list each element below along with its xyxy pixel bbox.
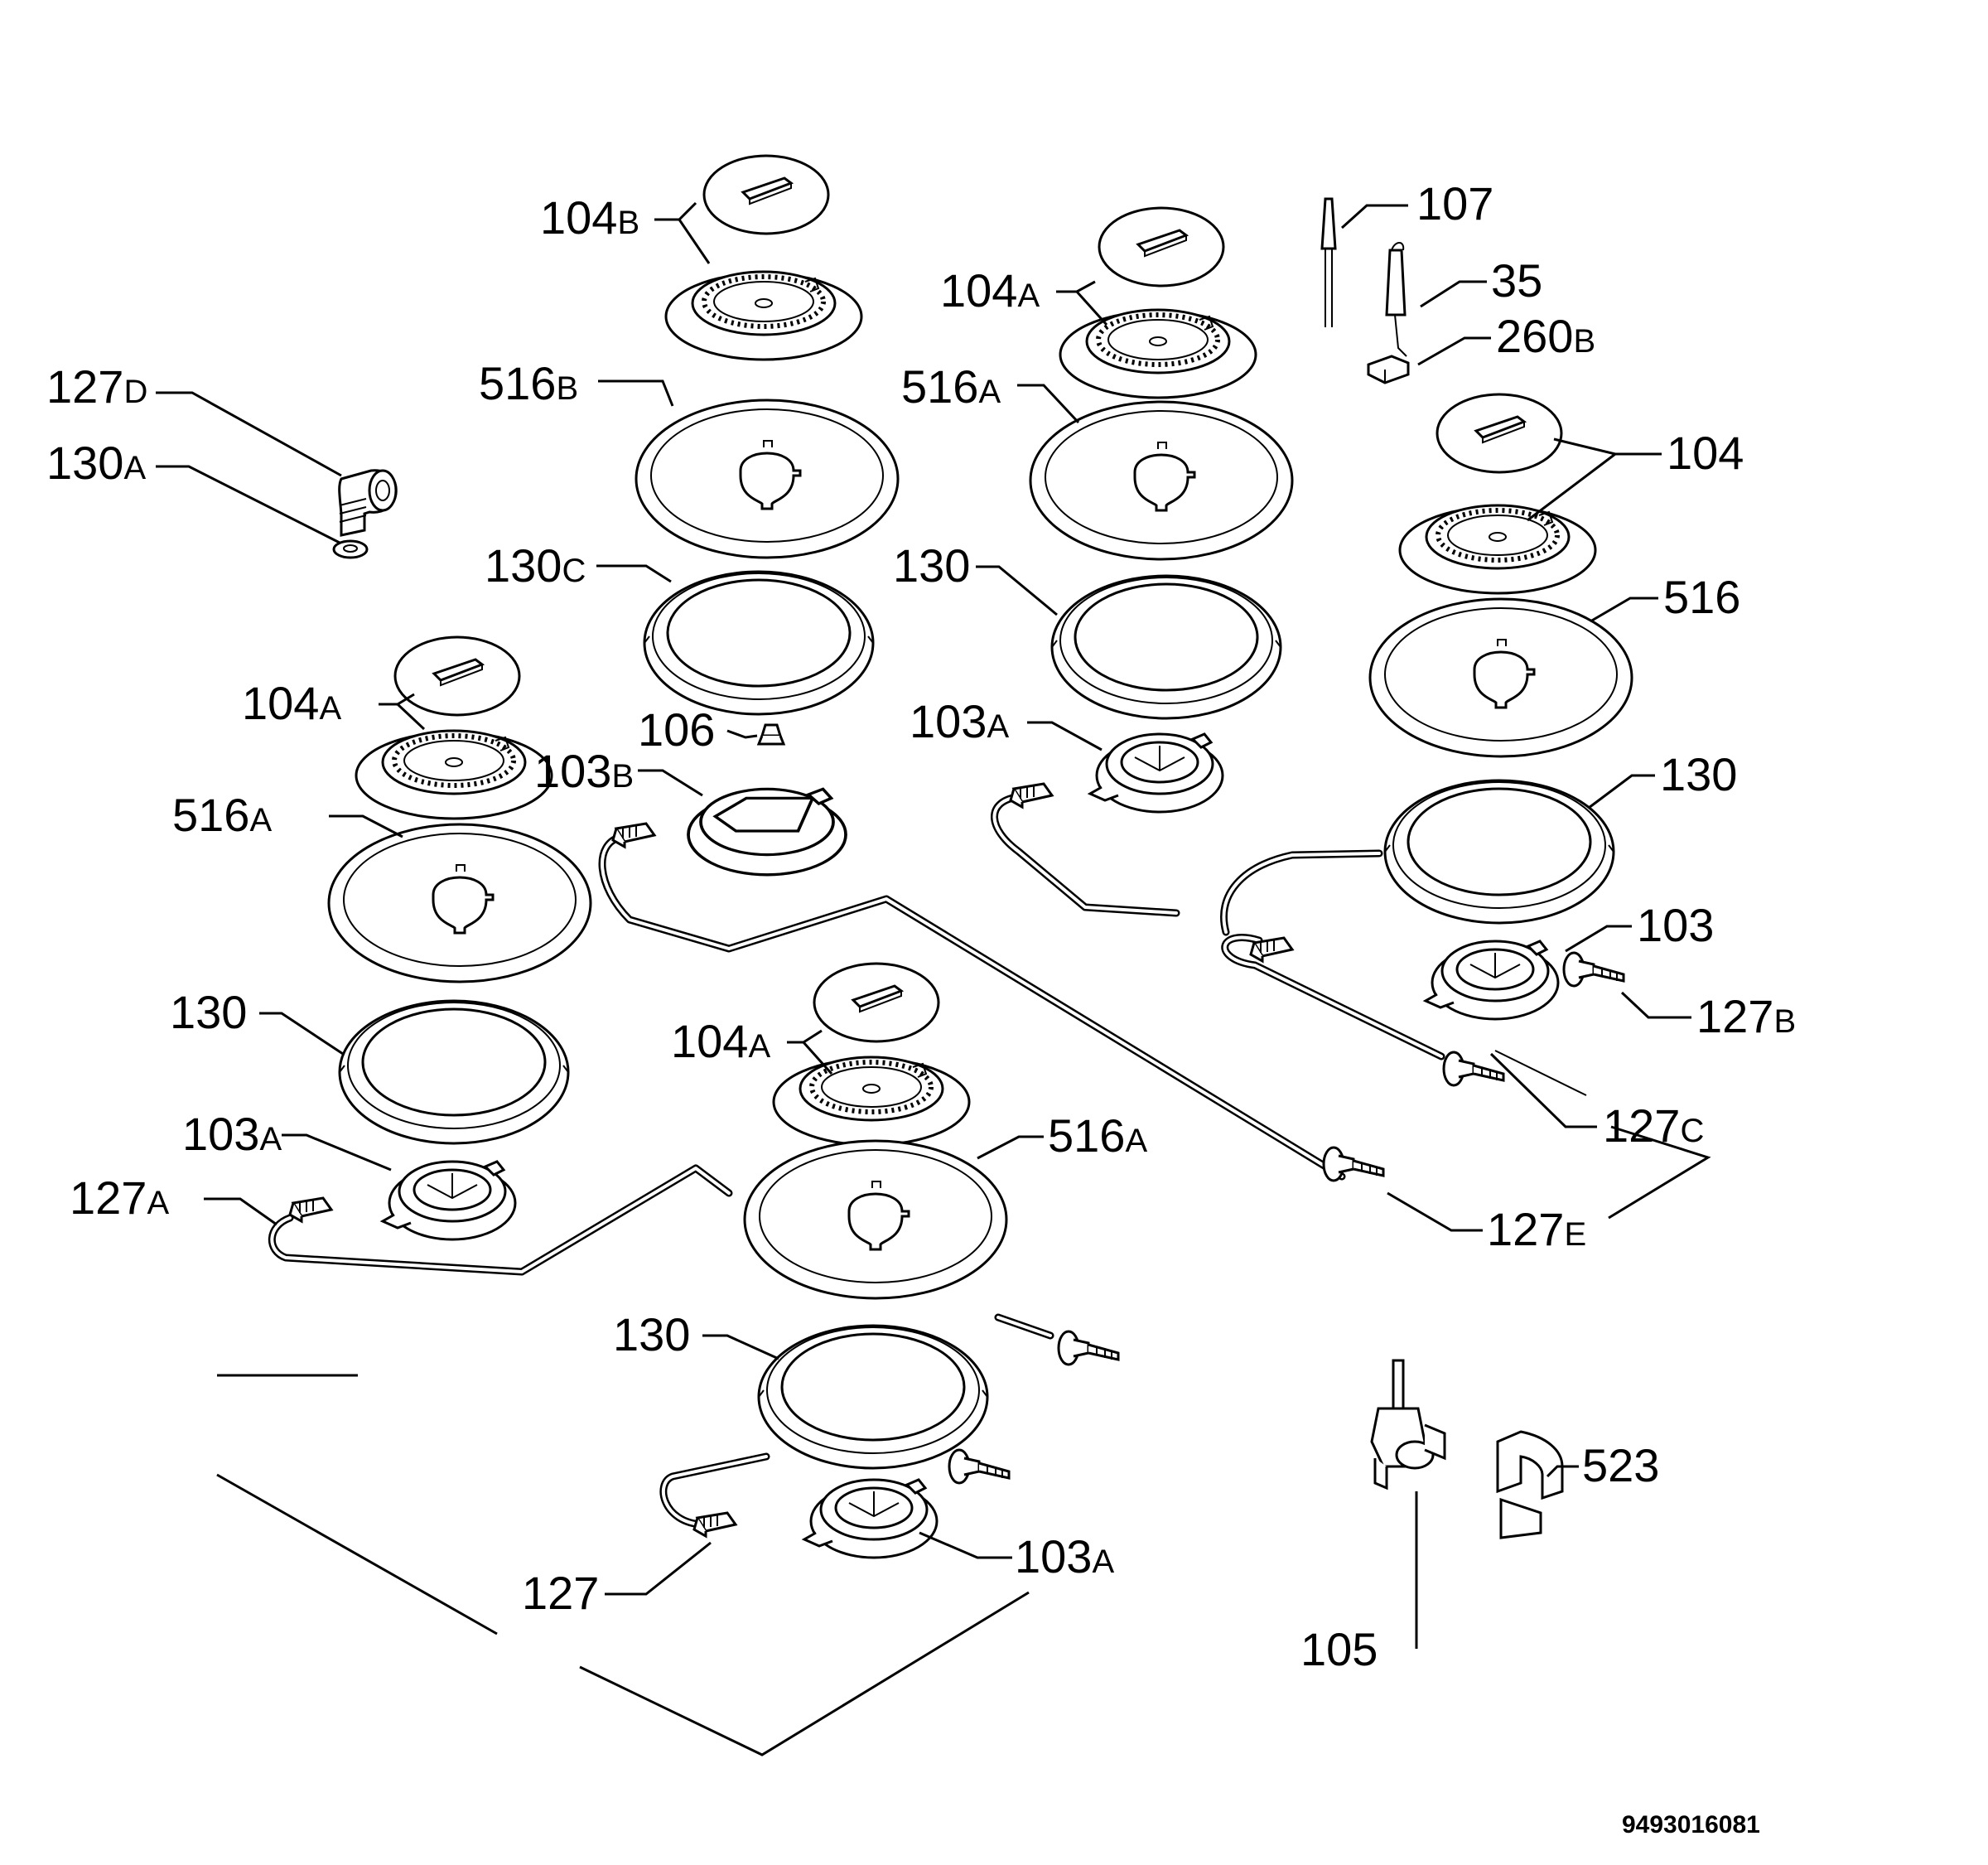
- label-130-right: 130: [1660, 748, 1737, 800]
- top-middle-burner-stack: [1029, 206, 1294, 814]
- burner-crown: [666, 272, 861, 360]
- ignition-electrode: [1385, 242, 1407, 357]
- valve-bracket: [1496, 1430, 1564, 1539]
- burner-base: [687, 787, 847, 877]
- burner-crown: [1060, 310, 1256, 398]
- burner-base: [1424, 940, 1560, 1021]
- pipe-nut: [1057, 1330, 1120, 1366]
- label-107: 107: [1416, 177, 1493, 230]
- seal-ring: [643, 570, 875, 716]
- pipe-fitting: [692, 1511, 737, 1538]
- mid-left-burner-stack: [327, 635, 592, 1241]
- label-103a-bottom: 103A: [1015, 1530, 1114, 1582]
- label-105: 105: [1300, 1623, 1378, 1675]
- seal-ring: [338, 999, 570, 1145]
- label-130-top-middle: 130: [893, 539, 970, 592]
- part-labels: 104B 127D 130A 516B 130C 106 103B 104A 5…: [46, 177, 1796, 1675]
- pipe-fitting: [611, 822, 656, 848]
- elbow-connector: [338, 469, 398, 537]
- pipe-fitting: [1249, 936, 1294, 963]
- label-104a-left: 104A: [242, 677, 341, 729]
- thermocouple: [1320, 197, 1337, 327]
- label-130-bottom: 130: [613, 1308, 690, 1360]
- burner-cap: [393, 635, 521, 717]
- label-127a: 127A: [70, 1172, 169, 1224]
- burner-crown: [774, 1057, 969, 1145]
- pipe-fitting: [288, 1196, 333, 1223]
- seal-ring: [1050, 574, 1282, 720]
- document-number: 9493016081: [1622, 1811, 1760, 1838]
- seal-ring: [757, 1324, 989, 1470]
- pipe-nut: [1322, 1146, 1385, 1182]
- top-center-burner-stack: [635, 154, 900, 877]
- label-103a-left: 103A: [182, 1108, 282, 1160]
- burner-cap: [702, 154, 830, 235]
- label-104a-top-middle: 104A: [940, 264, 1040, 316]
- enamel-plate: [1029, 400, 1294, 561]
- enamel-plate: [635, 399, 900, 559]
- pipe-fitting: [1009, 782, 1054, 809]
- label-127: 127: [522, 1567, 599, 1619]
- label-516a-left: 516A: [172, 789, 272, 841]
- label-516b: 516B: [479, 357, 578, 409]
- label-130a: 130A: [46, 437, 146, 489]
- gas-supply-pipes: [268, 793, 1587, 1529]
- enamel-plate: [743, 1139, 1008, 1300]
- enamel-plate: [1368, 597, 1633, 758]
- label-127d: 127D: [46, 360, 147, 413]
- pipe-nut: [948, 1448, 1011, 1485]
- label-103a-top-middle: 103A: [910, 695, 1009, 747]
- burner-base: [803, 1478, 939, 1559]
- label-516: 516: [1663, 571, 1740, 623]
- burner-cap: [813, 962, 940, 1043]
- label-106: 106: [638, 703, 715, 756]
- pipe-nut: [1562, 951, 1625, 988]
- label-516a-top-middle: 516A: [901, 360, 1001, 413]
- right-burner-stack: [1368, 393, 1633, 1021]
- label-127b: 127B: [1696, 990, 1796, 1042]
- label-130-left: 130: [170, 986, 247, 1038]
- label-523: 523: [1582, 1439, 1659, 1491]
- label-130c: 130C: [485, 539, 586, 592]
- gas-valve: [1370, 1359, 1446, 1491]
- burner-crown: [356, 731, 552, 819]
- sealing-washer: [332, 539, 369, 559]
- label-104b: 104B: [540, 191, 639, 244]
- enamel-plate: [327, 823, 592, 983]
- burner-crown: [1400, 505, 1595, 593]
- electrode-clip: [1367, 355, 1410, 384]
- label-35: 35: [1491, 254, 1542, 307]
- burner-base: [1088, 732, 1224, 814]
- burner-cap: [1436, 393, 1563, 474]
- label-103: 103: [1637, 899, 1714, 951]
- label-103b: 103B: [534, 745, 634, 797]
- burner-cap: [1098, 206, 1225, 287]
- label-104a-bottom: 104A: [671, 1015, 770, 1067]
- label-104: 104: [1667, 427, 1744, 479]
- seal-ring: [1383, 779, 1615, 925]
- burner-base: [381, 1160, 517, 1241]
- label-260b: 260B: [1496, 310, 1595, 362]
- leader-lines: [156, 201, 1711, 1756]
- label-127e: 127E: [1487, 1203, 1586, 1255]
- label-127c: 127C: [1603, 1099, 1704, 1152]
- label-516a-bottom: 516A: [1048, 1109, 1147, 1162]
- injector-nozzle: [756, 723, 786, 746]
